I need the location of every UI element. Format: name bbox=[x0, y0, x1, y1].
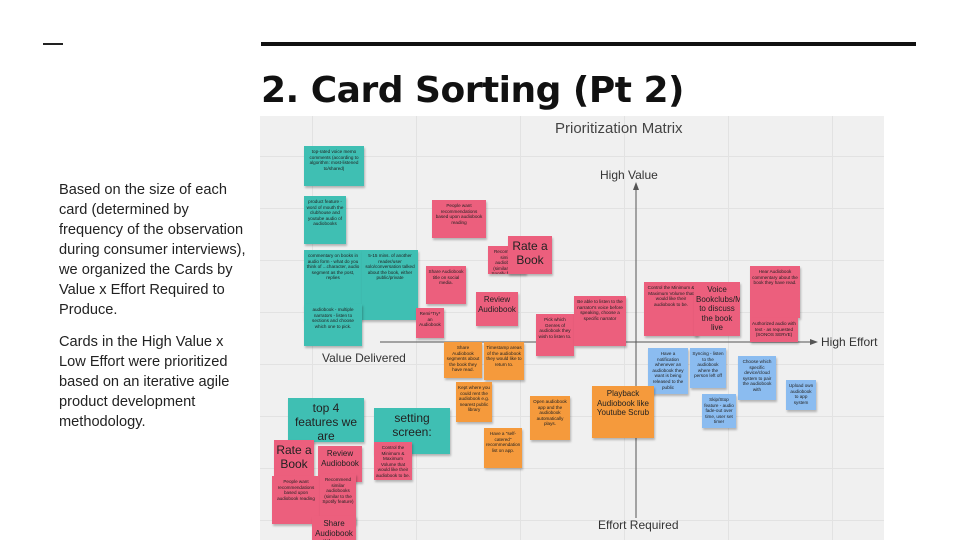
value-delivered-label: Value Delivered bbox=[322, 351, 406, 365]
sticky-note: Rate a Book bbox=[508, 236, 552, 274]
body-text: Based on the size of each card (determin… bbox=[59, 180, 254, 444]
sticky-note: Timestamp areas of the audiobook they wo… bbox=[484, 342, 524, 380]
sticky-note: Be able to listen to the narrator's voic… bbox=[574, 296, 626, 346]
matrix-title: Prioritization Matrix bbox=[555, 120, 683, 137]
sticky-note: Playback Audiobook like Youtube Scrub bbox=[592, 386, 654, 438]
grid-line bbox=[832, 116, 833, 540]
sticky-note: Share Audiobook segments about the book … bbox=[444, 342, 482, 378]
sticky-note: Rate a Book bbox=[274, 440, 314, 476]
grid-line bbox=[260, 208, 884, 209]
effort-required-label: Effort Required bbox=[598, 518, 679, 532]
sticky-note: Have a notification whenever an audioboo… bbox=[648, 348, 688, 394]
grid-line bbox=[260, 156, 884, 157]
sticky-note: 5-15 mins. of another reader/user solo/c… bbox=[362, 250, 418, 320]
sticky-note: Control the Minimum & Maximum Volume tha… bbox=[374, 442, 412, 480]
sticky-note: top-rated voice memo comments (according… bbox=[304, 146, 364, 186]
paragraph-2: Cards in the High Value x Low Effort wer… bbox=[59, 334, 230, 430]
sticky-note: Open audiobook app and the audiobook aut… bbox=[530, 396, 570, 440]
sticky-note: Skip/Stop feature - audio fade-out over … bbox=[702, 394, 736, 428]
high-value-label: High Value bbox=[600, 168, 658, 182]
grid-line bbox=[260, 416, 884, 417]
title-rule bbox=[261, 42, 916, 46]
sticky-note: Pick which Genres of audiobook they wish… bbox=[536, 314, 574, 356]
sticky-note: Upload own audiobook to app system bbox=[786, 380, 816, 410]
paragraph-1: Based on the size of each card (determin… bbox=[59, 182, 246, 318]
sticky-note: product feature - word of mouth the club… bbox=[304, 196, 346, 244]
sticky-note: Kept where you could rent the audiobook … bbox=[456, 382, 492, 422]
grid-line bbox=[260, 260, 884, 261]
prioritization-board: Prioritization Matrix High Value High Ef… bbox=[260, 116, 884, 540]
grid-line bbox=[260, 468, 884, 469]
sticky-note: Have a "self-catered" recommendation lis… bbox=[484, 428, 522, 468]
sticky-note: Syncing - listen to the audiobook where … bbox=[690, 348, 726, 388]
grid-line bbox=[260, 520, 884, 521]
sticky-note: Share Audiobook title on social bbox=[312, 516, 356, 540]
sticky-note: Control the Minimum & Maximum Volume tha… bbox=[644, 282, 698, 336]
sticky-note: Review Audiobook bbox=[476, 292, 518, 326]
slide-title: 2. Card Sorting (Pt 2) bbox=[261, 70, 685, 111]
sticky-note: People want recommendations based upon a… bbox=[432, 200, 486, 238]
sticky-note: Remi*Try* an Audiobook bbox=[416, 308, 444, 338]
grid-line bbox=[260, 312, 884, 313]
sticky-note: Share Audiobook title on social media. bbox=[426, 266, 466, 304]
sticky-note: Authorized audio with text - as requeste… bbox=[750, 318, 798, 342]
sticky-note: Hear Audiobook commentary about the book… bbox=[750, 266, 800, 318]
grid-line bbox=[520, 116, 521, 540]
sticky-note: Voice Bookclubs/Meetups to discuss the b… bbox=[694, 282, 740, 336]
sticky-note: Recommend similar audiobooks (similar to… bbox=[320, 474, 356, 524]
sticky-note: top 4 features we are developing: bbox=[288, 398, 364, 442]
high-effort-label: High Effort bbox=[821, 335, 878, 349]
grid-line bbox=[260, 364, 884, 365]
sticky-note: Choose which specific device/cloud syste… bbox=[738, 356, 776, 400]
sticky-note: audiobook - multiple narrators - listen … bbox=[304, 304, 362, 346]
title-dash bbox=[43, 43, 63, 45]
